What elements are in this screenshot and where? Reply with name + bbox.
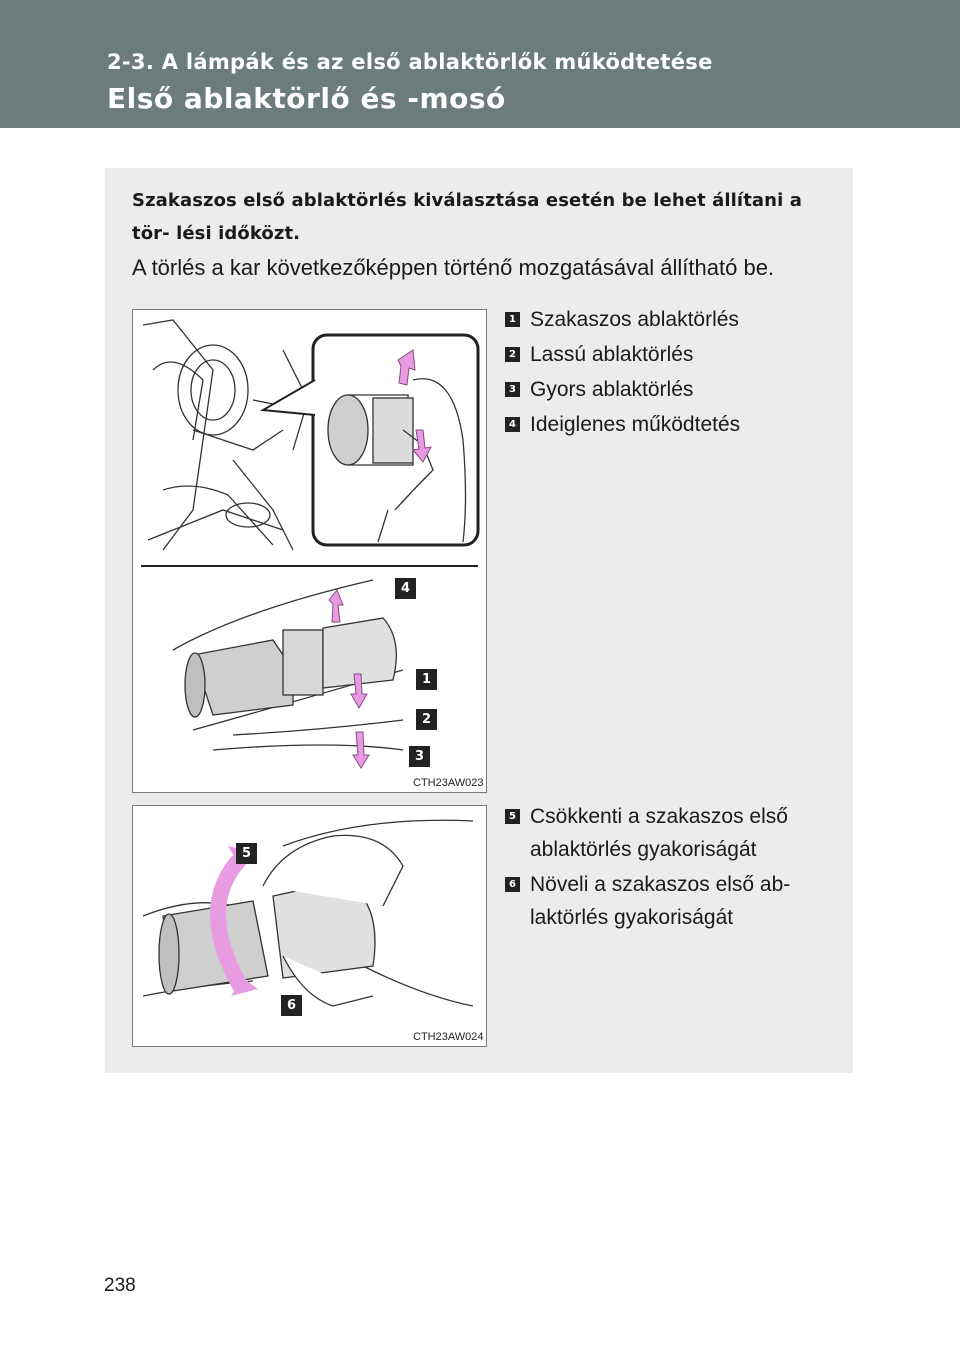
- callout-2: 2: [416, 709, 437, 730]
- callout-6: 6: [281, 995, 302, 1016]
- legend-text: Szakaszos ablaktörlés: [530, 308, 739, 331]
- legend-text: Lassú ablaktörlés: [530, 343, 694, 366]
- page-header: [0, 0, 960, 128]
- page-number: 238: [104, 1275, 136, 1296]
- legend-number: 6: [505, 877, 520, 892]
- wiper-lever-illustration: [141, 319, 480, 769]
- intro-text: Szakaszos első ablaktörlés kiválasztása …: [132, 190, 802, 244]
- lead-text: A törlés a kar következőképpen történő m…: [132, 255, 775, 280]
- figure-code: CTH23AW024: [413, 1031, 484, 1043]
- legend-text: Ideiglenes működtetés: [530, 413, 741, 436]
- legend-number: 4: [505, 417, 520, 432]
- section-heading: 2-3. A lámpák és az első ablaktörlők műk…: [107, 50, 713, 74]
- legend-number: 2: [505, 347, 520, 362]
- figure-code: CTH23AW023: [413, 777, 484, 789]
- callout-3: 3: [409, 746, 430, 767]
- legend-number: 3: [505, 382, 520, 397]
- legend-text: Gyors ablaktörlés: [530, 378, 694, 401]
- legend-text: Csökkenti a szakaszos első ablaktörlés g…: [530, 805, 788, 861]
- frequency-dial-illustration: [142, 819, 474, 1007]
- legend-text: Növeli a szakaszos első ab- laktörlés gy…: [530, 873, 791, 929]
- figure-frequency-dial: 5 6 CTH23AW024: [132, 805, 487, 1047]
- figure-wiper-lever: 4 1 2 3 CTH23AW023: [132, 309, 487, 793]
- callout-1: 1: [416, 669, 437, 690]
- legend-number: 1: [505, 312, 520, 327]
- callout-5: 5: [236, 843, 257, 864]
- callout-4: 4: [395, 578, 416, 599]
- page-title: Első ablaktörlő és -mosó: [107, 82, 506, 115]
- legend-number: 5: [505, 809, 520, 824]
